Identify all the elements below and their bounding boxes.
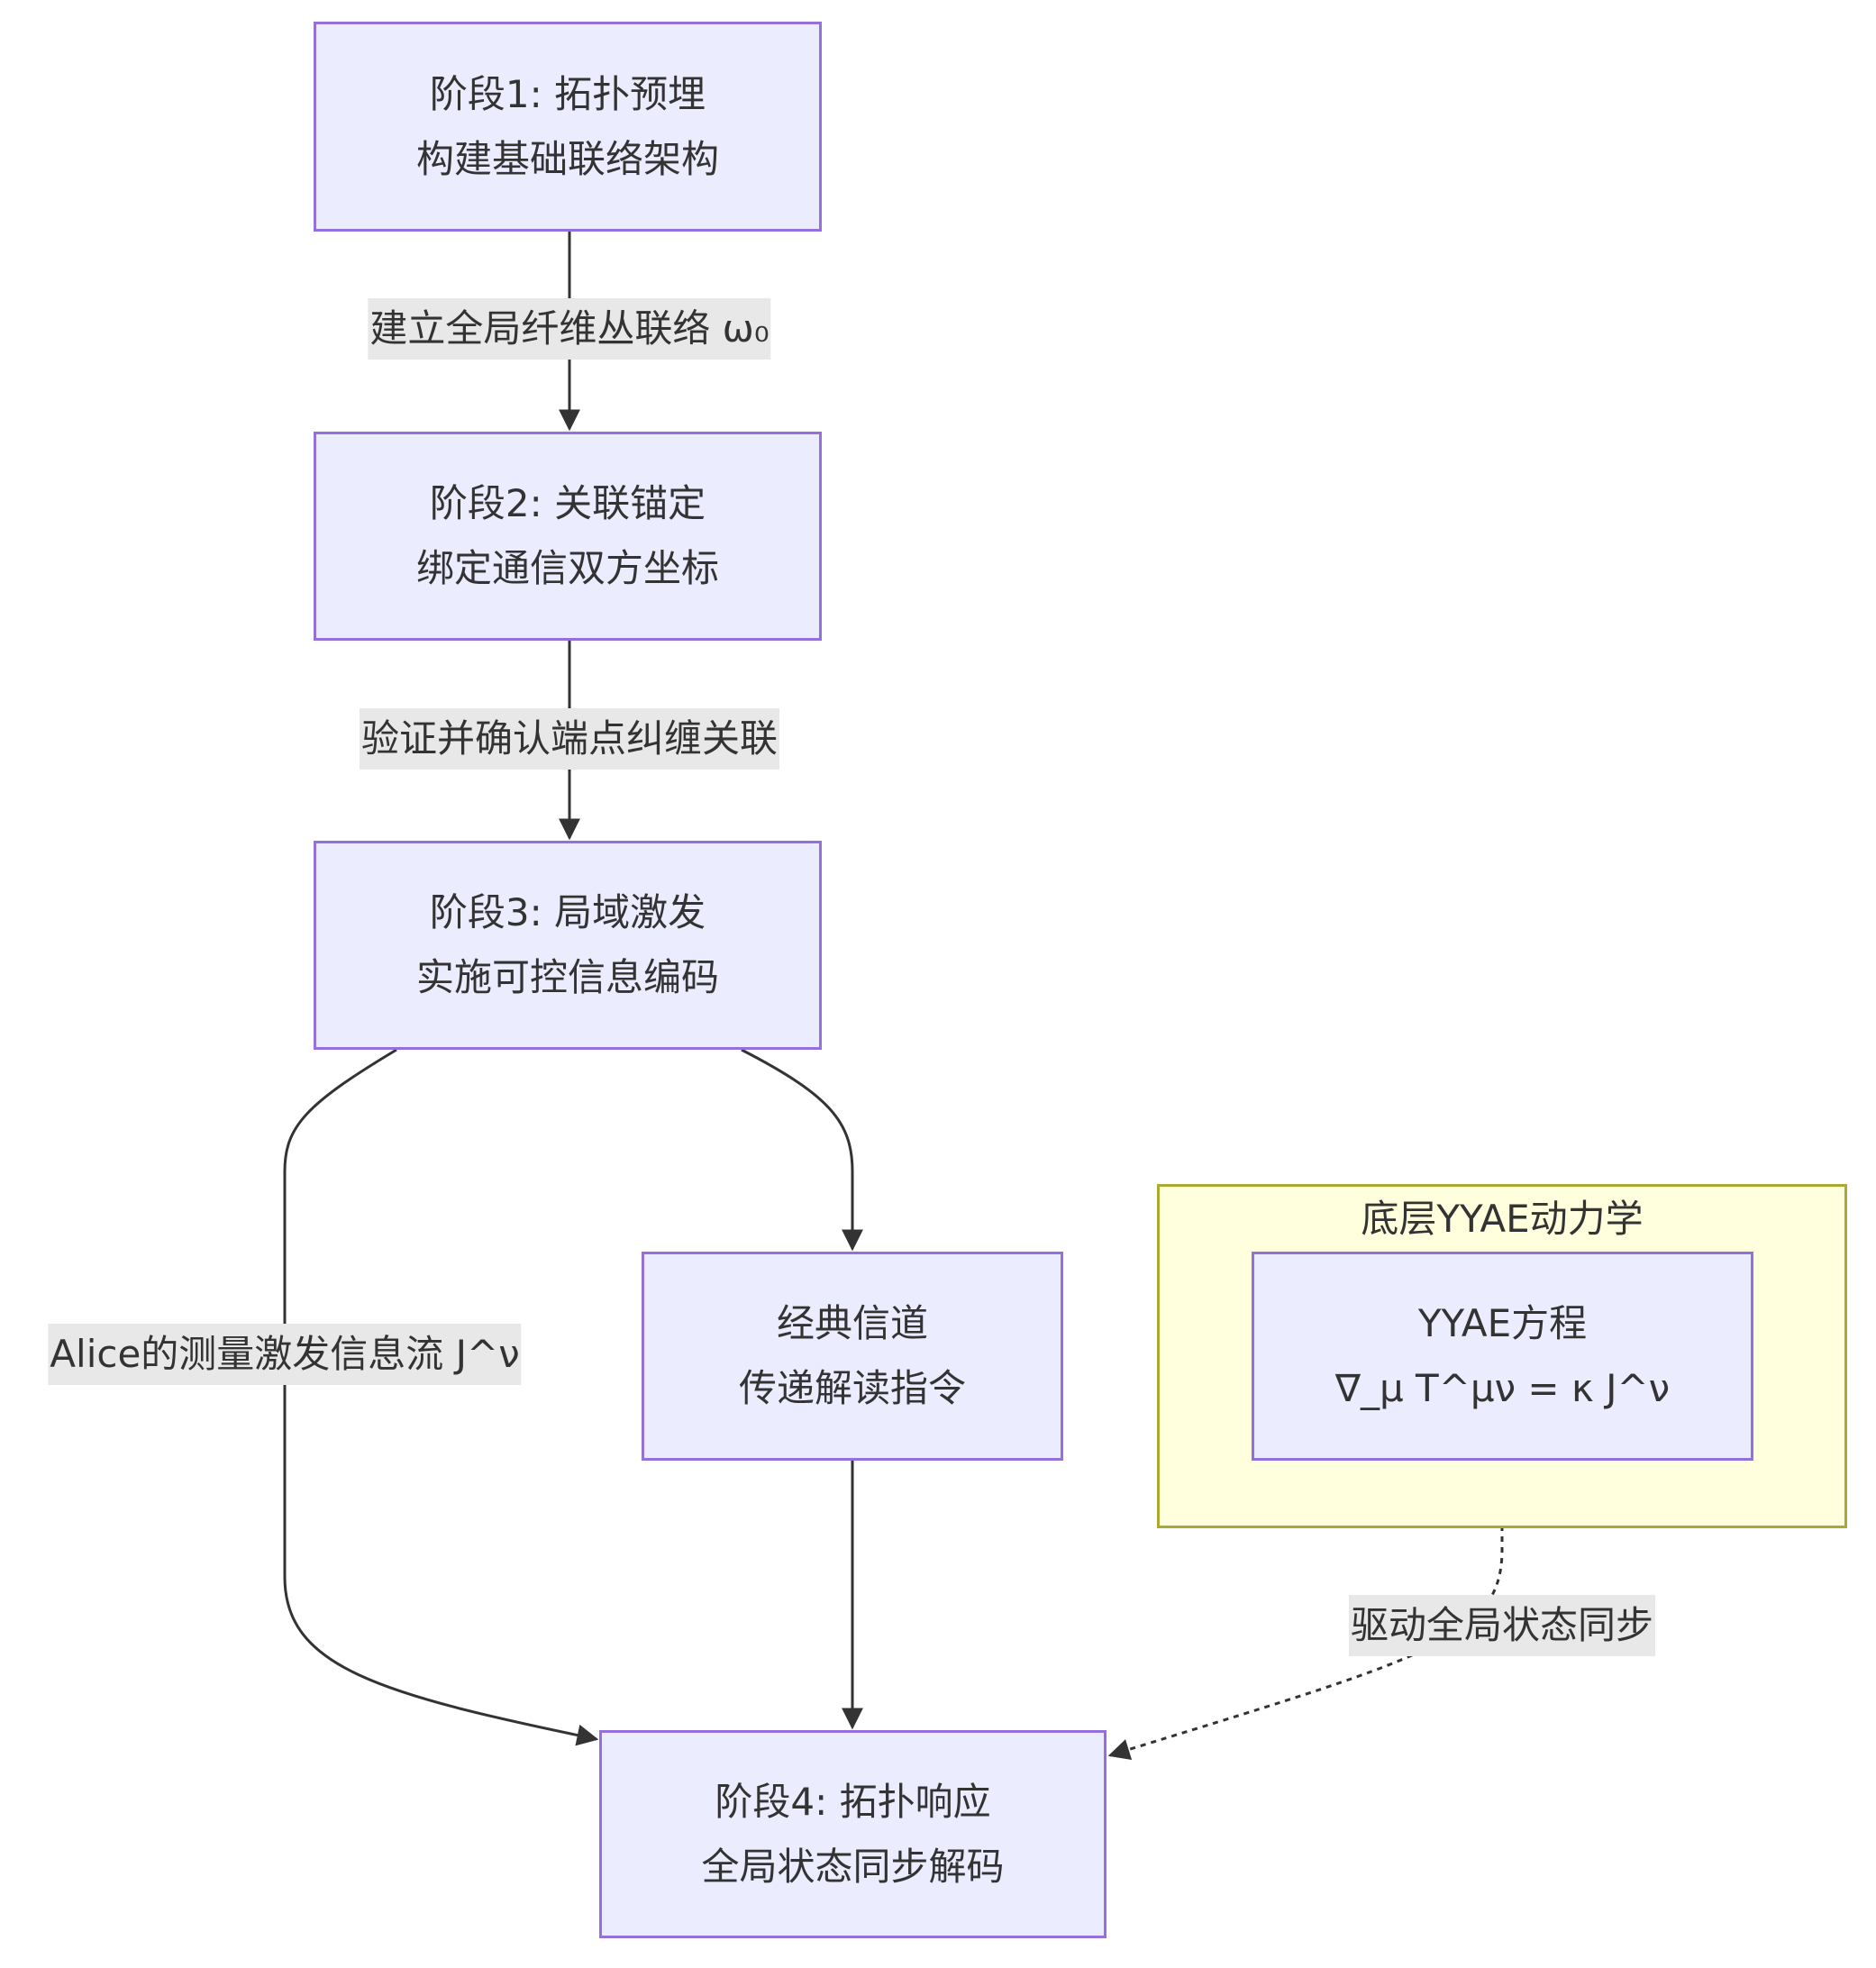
node-stage3-title: 阶段3: 局域激发 [429, 890, 706, 934]
edge-label-yyae-stage4: 驱动全局状态同步 [1348, 1595, 1656, 1656]
node-yyae-title: YYAE方程 [1417, 1301, 1588, 1345]
node-stage2[interactable]: 阶段2: 关联锚定 绑定通信双方坐标 [314, 432, 822, 641]
edge-stage3-classic [741, 1048, 863, 1252]
node-stage2-title: 阶段2: 关联锚定 [429, 481, 706, 525]
edge-label-stage3-stage4: Alice的测量激发信息流 J^ν [48, 1324, 522, 1385]
node-stage4[interactable]: 阶段4: 拓扑响应 全局状态同步解码 [599, 1730, 1106, 1938]
edge-label-stage1-stage2: 建立全局纤维丛联络 ω₀ [368, 298, 771, 360]
node-yyae-equation[interactable]: YYAE方程 ∇_μ T^μν = κ J^ν [1252, 1252, 1753, 1461]
node-classic-channel[interactable]: 经典信道 传递解读指令 [642, 1252, 1063, 1461]
node-stage4-title: 阶段4: 拓扑响应 [715, 1779, 991, 1824]
node-stage1[interactable]: 阶段1: 拓扑预埋 构建基础联络架构 [314, 22, 822, 232]
edge-label-stage2-stage3: 验证并确认端点纠缠关联 [359, 708, 780, 770]
node-stage1-title: 阶段1: 拓扑预埋 [429, 71, 706, 116]
subgraph-title: 底层YYAE动力学 [1361, 1197, 1644, 1241]
node-classic-title: 经典信道 [776, 1301, 928, 1345]
node-stage2-desc: 绑定通信双方坐标 [415, 546, 719, 590]
node-stage4-desc: 全局状态同步解码 [701, 1844, 1005, 1889]
node-stage1-desc: 构建基础联络架构 [415, 136, 719, 181]
node-stage3-desc: 实施可控信息编码 [415, 955, 719, 999]
node-classic-desc: 传递解读指令 [738, 1366, 966, 1410]
node-yyae-formula: ∇_μ T^μν = κ J^ν [1334, 1366, 1671, 1410]
node-stage3[interactable]: 阶段3: 局域激发 实施可控信息编码 [314, 841, 822, 1050]
edge-stage3-stage4 [283, 1048, 599, 1746]
